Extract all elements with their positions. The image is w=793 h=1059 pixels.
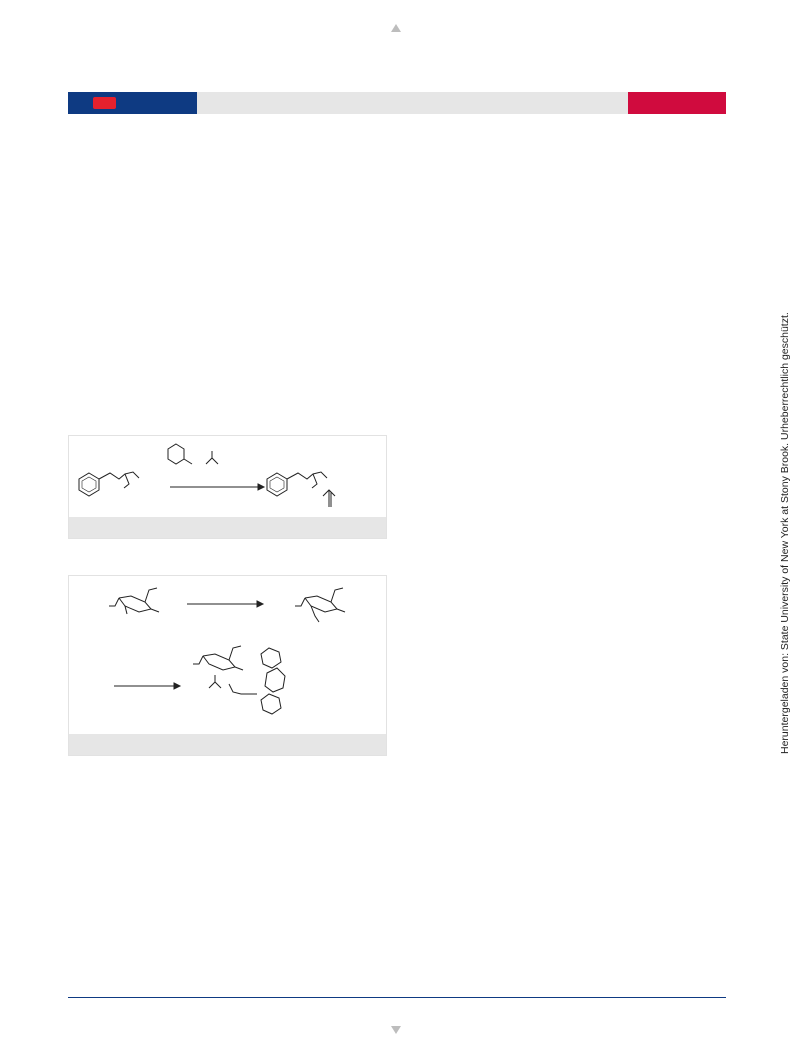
- header-middle-block: [197, 92, 628, 114]
- fluorene-group: [264, 667, 286, 693]
- scheme-1-caption-bar: [69, 517, 386, 538]
- scheme-2-caption-bar: [69, 734, 386, 755]
- pyridine-ring: [167, 443, 185, 465]
- previous-page-icon[interactable]: [391, 24, 401, 32]
- scheme-2: [68, 575, 387, 756]
- download-notice: Heruntergeladen von: State University of…: [779, 312, 791, 754]
- journal-header-bar: [68, 92, 726, 114]
- next-page-icon[interactable]: [391, 1026, 401, 1034]
- scheme-1-structures: [78, 443, 336, 507]
- header-right-block: [628, 92, 726, 114]
- header-left-block: [68, 92, 197, 114]
- scheme-1: [68, 435, 387, 539]
- footer-rule: [68, 997, 726, 998]
- scheme-2-structures: [109, 587, 346, 715]
- journal-logo-badge: [93, 97, 116, 109]
